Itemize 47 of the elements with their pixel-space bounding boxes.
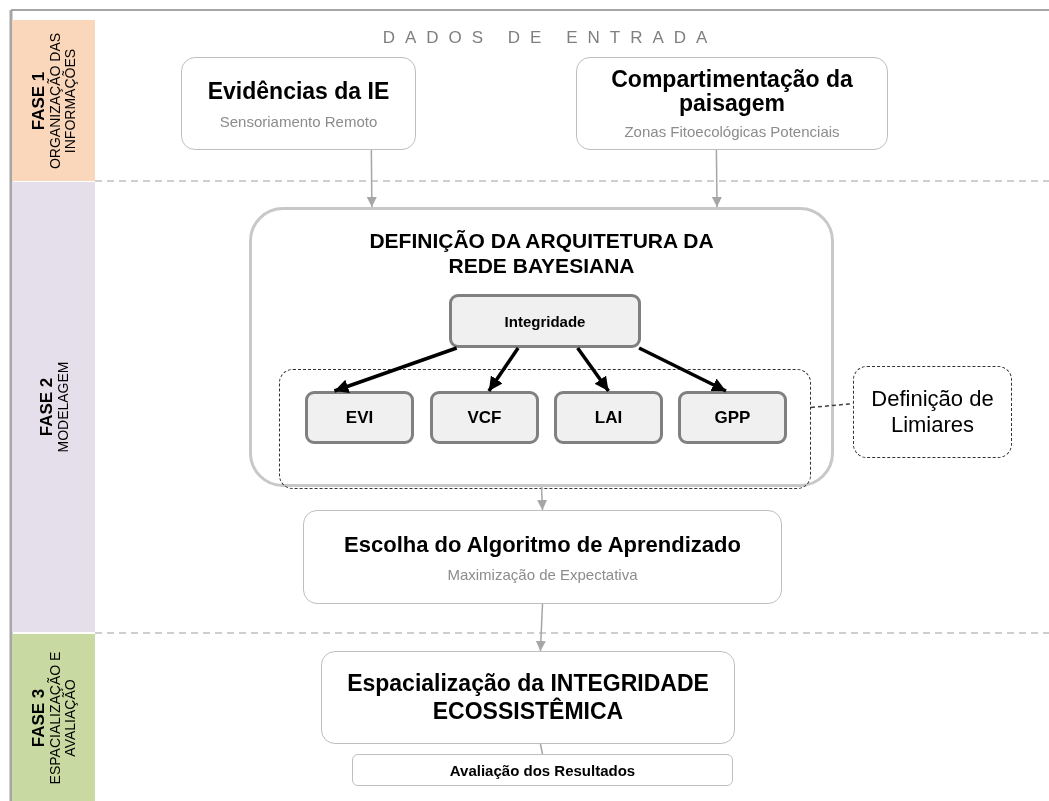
input-box: [181, 57, 416, 150]
variable-box: [430, 391, 539, 444]
arrow: [487, 347, 520, 392]
box-title: EVI: [345, 407, 374, 428]
arrow: [537, 486, 548, 511]
box-title: Evidências da IE: [207, 77, 390, 105]
phase-band: [12, 634, 95, 801]
box-title: Compartimentação da paisagem: [610, 66, 854, 116]
variable-box: [678, 391, 787, 444]
input-box: [576, 57, 888, 150]
box-title: DEFINIÇÃO DA ARQUITETURA DA REDE BAYESIANA: [368, 228, 715, 279]
phase-band: [12, 20, 95, 181]
phase-subtitle: MODELAGEM: [55, 361, 70, 453]
box-title: Avaliação dos Resultados: [449, 761, 636, 779]
box-subtitle: Zonas Fitoecológicas Potenciais: [624, 123, 840, 141]
box-title: VCF: [467, 407, 502, 428]
evaluation-box: [352, 754, 733, 786]
architecture-panel: [249, 207, 834, 487]
box-title: Definição de Limiares: [870, 385, 995, 439]
box-title: Espacialização da INTEGRIDADE ECOSSISTÊMICA: [346, 669, 710, 726]
box-subtitle: Maximização de Expectativa: [447, 565, 638, 583]
connector-line: [539, 743, 544, 755]
box-title: GPP: [714, 407, 751, 428]
threshold-box: [853, 366, 1012, 458]
arrow: [333, 346, 458, 393]
box-subtitle: Sensoriamento Remoto: [219, 112, 378, 130]
phase-subtitle: ESPACIALIZAÇÃO E AVALIAÇÃO: [47, 650, 78, 786]
arrow: [711, 149, 722, 208]
phase-title: FASE 1: [29, 71, 48, 130]
section-heading: DADOS DE ENTRADA: [381, 28, 719, 48]
process-box: [303, 510, 782, 604]
arrow: [638, 346, 727, 393]
phase-band: [12, 182, 95, 632]
arrow: [366, 149, 377, 208]
box-title: Integridade: [504, 312, 586, 330]
box-title: LAI: [594, 407, 623, 428]
arrow: [576, 347, 610, 392]
group-box: [279, 369, 811, 489]
box-title: Escolha do Algoritmo de Aprendizado: [344, 531, 741, 558]
phase-title: FASE 2: [37, 377, 56, 437]
variable-box: [305, 391, 414, 444]
root-node-box: [449, 294, 641, 348]
variable-box: [554, 391, 663, 444]
result-box: [321, 651, 735, 744]
arrow: [535, 603, 546, 652]
phase-title: FASE 3: [29, 688, 48, 747]
phase-subtitle: ORGANIZAÇÃO DAS INFORMAÇÕES: [47, 31, 78, 171]
